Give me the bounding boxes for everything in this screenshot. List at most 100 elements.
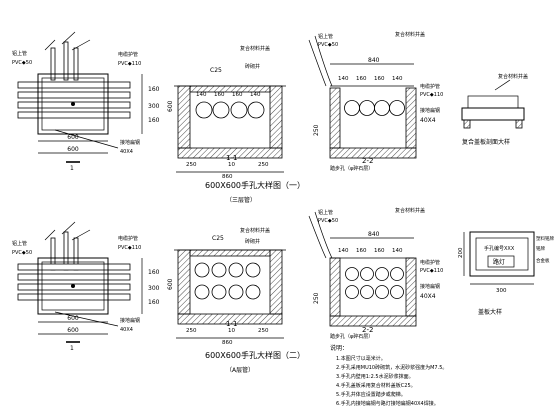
top-plan-dim-a: 160	[148, 86, 160, 93]
bottom-plan-label-c: 电缆护管	[118, 235, 138, 242]
bottom-s2-width: 840	[368, 231, 380, 238]
bottom-section-1-1: C25 复合材料井盖 砖砌井 600 250 10 250 860 1-1	[167, 227, 286, 346]
bottom-s1-height: 600	[167, 278, 174, 290]
bottom-plan-ground-size: 40X4	[120, 327, 133, 333]
bottom-s1-base-2: 250	[258, 328, 269, 334]
bottom-plan-dim-a: 160	[148, 269, 160, 276]
bottom-plan-label-a: 铝上管	[12, 240, 27, 247]
top-s1-sp-3: 140	[250, 92, 261, 98]
bottom-s2-spacing: 140 160 160 140	[338, 248, 403, 254]
top-s2-ground-label: 接地扁钢	[420, 107, 440, 114]
bottom-s1-base-1: 10	[228, 328, 235, 334]
top-plan-ground-size: 40X4	[120, 149, 133, 155]
top-plan-view: 600 600 160 300 160 铝上管 PVC◆50 电缆护管 PVC◆…	[12, 31, 160, 172]
bottom-s2-sp-1: 160	[356, 248, 367, 254]
note-4: 4.手孔盖板采用复合材料盖板C25。	[336, 382, 416, 389]
bottom-plan-box	[37, 257, 109, 315]
bottom-plan-label-d: PVC◆110	[118, 245, 141, 251]
bottom-s2-sp-3: 140	[392, 248, 403, 254]
bottom-plan-label-b: PVC◆50	[12, 250, 32, 256]
bottom-plan-conduits	[44, 221, 91, 271]
top-s1-concrete: C25	[210, 67, 222, 74]
bottom-s1-concrete: C25	[212, 235, 224, 242]
note-3: 3.手孔内壁用1:2.5水泥砂浆抹面。	[336, 373, 414, 380]
bottom-s1-pipes	[194, 262, 261, 300]
bottom-s2-cover: 复合材料井盖	[395, 207, 425, 214]
plate-top-text: 手孔编号XXX	[484, 245, 515, 252]
top-plan-dim-total: 600	[67, 134, 79, 141]
bottom-plan-dim-c: 160	[148, 299, 160, 306]
plate-dim-h: 200	[458, 247, 464, 258]
top-s2-width: 840	[368, 57, 380, 64]
bottom-plan-dim-total-2: 600	[67, 327, 79, 334]
top-s1-mark: 1-1	[226, 154, 237, 162]
top-s2-foot: 踏步孔（φ碎石层）	[330, 165, 373, 172]
top-s1-sp-0: 140	[196, 92, 207, 98]
top-s1-brick: 砖砌井	[245, 63, 260, 70]
top-s1-sp-1: 160	[214, 92, 225, 98]
top-plan-dim-c: 160	[148, 117, 160, 124]
top-cover-caption: 复合盖板剖面大样	[462, 138, 510, 146]
bottom-s1-brick: 砖砌井	[245, 238, 260, 245]
bottom-s2-label-b: PVC◆50	[318, 218, 338, 224]
top-cover-label: 复合材料井盖	[498, 73, 528, 80]
plate-lamp-text: 路灯	[493, 258, 505, 266]
bottom-s2-label-a: 铝上管	[318, 209, 333, 216]
top-plan-dim-b: 300	[148, 103, 160, 110]
bottom-s2-pipes	[345, 267, 404, 299]
top-cover-detail: 复合材料井盖 复合盖板剖面大样	[461, 73, 528, 146]
top-s2-sp-3: 140	[392, 76, 403, 82]
bottom-subtitle: （A层管）	[226, 366, 254, 374]
top-s1-sp-2: 160	[232, 92, 243, 98]
top-plan-dim-total-2: 600	[67, 146, 79, 153]
top-s2-pipe-label: 电缆护管	[420, 83, 440, 90]
top-s2-sp-1: 160	[356, 76, 367, 82]
plate-caption: 盖板大样	[478, 308, 502, 316]
bottom-s1-width: 860	[222, 340, 233, 346]
bottom-s2-ground-size: 40X4	[420, 293, 436, 300]
bottom-s2-foot: 踏步孔（φ碎石层）	[330, 333, 373, 340]
notes-block: 说明： 1.本图尺寸以毫米计。 2.手孔采用MU10砖砌筑，水泥砂浆强度为M7.…	[330, 344, 447, 407]
top-s1-base-1: 10	[228, 162, 235, 168]
top-plan-conduits	[44, 31, 91, 81]
top-plan-box	[37, 73, 109, 135]
top-s2-label-a: 铝上管	[318, 33, 333, 40]
bottom-plan-ground-label: 接地扁钢	[120, 317, 140, 324]
bottom-s2-sp-2: 160	[374, 248, 385, 254]
top-s2-cover: 复合材料井盖	[395, 31, 425, 38]
top-section-1-1: C25 复合材料井盖 砖砌井 600 140 160 160 140 250 1…	[167, 45, 286, 180]
bottom-title: 600X600手孔大样图（二）	[205, 350, 305, 360]
top-s1-cover: 复合材料井盖	[240, 45, 270, 52]
top-plan-ground-label: 接地扁钢	[120, 139, 140, 146]
plate-label-c: 合金板	[536, 257, 550, 264]
bottom-plan-dim-b: 300	[148, 285, 160, 292]
bottom-s1-mark: 1-1	[226, 320, 237, 328]
bottom-s2-height: 250	[313, 292, 320, 304]
top-plan-mark: 1	[70, 165, 74, 172]
bottom-s1-base-0: 250	[186, 328, 197, 334]
bottom-plan-pipes	[17, 263, 131, 301]
top-s2-mark: 2-2	[362, 157, 373, 165]
note-5: 5.手孔井体应设置踏步或爬梯。	[336, 391, 406, 398]
top-s1-base-2: 250	[258, 162, 269, 168]
notes-heading: 说明：	[330, 344, 348, 352]
bottom-plan-mark: 1	[70, 345, 74, 352]
top-plan-label-b: PVC◆50	[12, 60, 32, 66]
top-s2-pipe-size: PVC◆110	[420, 92, 443, 98]
plate-dim-w: 300	[496, 288, 507, 294]
top-s2-sp-2: 160	[374, 76, 385, 82]
bottom-s1-cover: 复合材料井盖	[240, 227, 270, 234]
top-plan-pipes	[17, 81, 131, 119]
top-s1-width: 860	[222, 174, 233, 180]
top-title: 600X600手孔大样图（一）	[205, 180, 305, 190]
bottom-s2-pipe-label: 电缆护管	[420, 259, 440, 266]
top-s1-height: 600	[167, 100, 174, 112]
bottom-plan-dim-total: 600	[67, 315, 79, 322]
bottom-plate-detail: 手孔编号XXX 路灯 塑料铭牌 铭牌 合金板 300 200 盖板大样	[458, 231, 554, 316]
note-1: 1.本图尺寸以毫米计。	[336, 355, 386, 362]
top-s2-ground-size: 40X4	[420, 117, 436, 124]
top-s2-spacing: 140 160 160 140	[338, 76, 403, 82]
bottom-s2-ground-label: 接地扁钢	[420, 283, 440, 290]
